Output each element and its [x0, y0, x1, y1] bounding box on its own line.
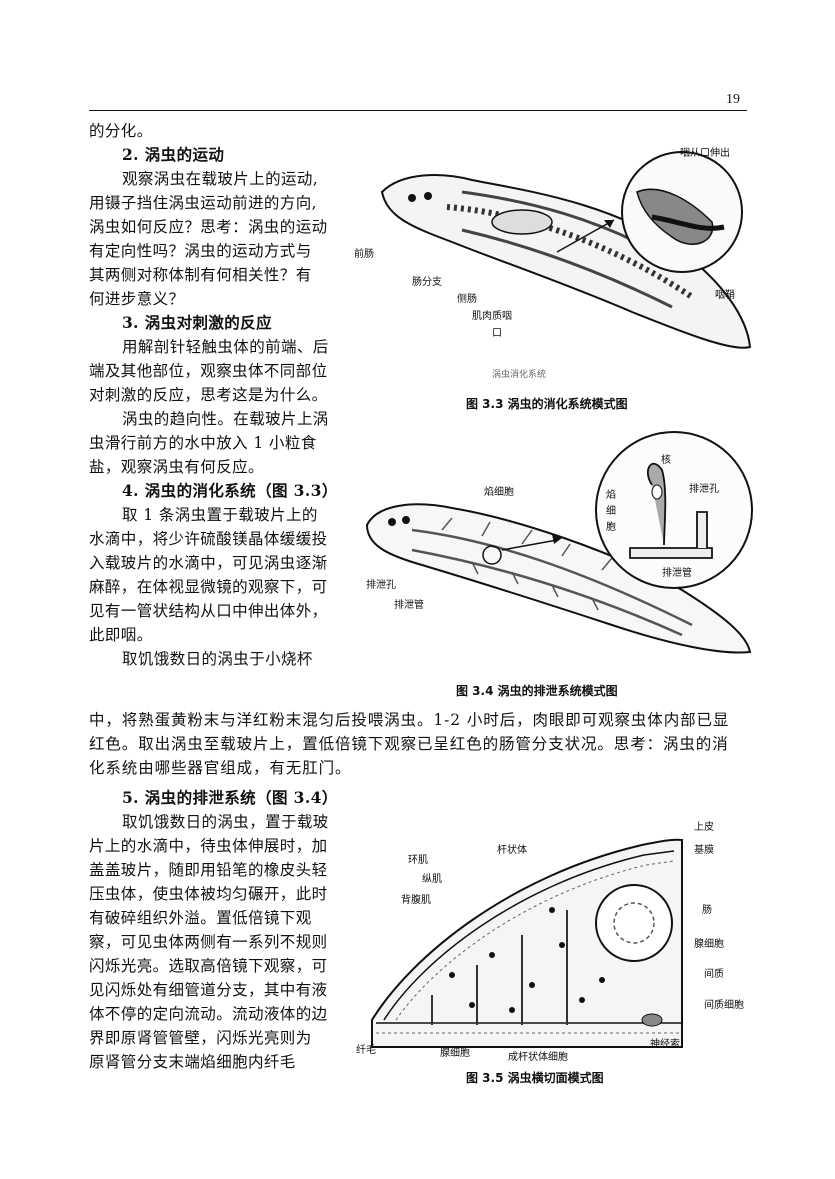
label-flame-cell-v3: 胞	[606, 521, 616, 533]
text-line: 涡虫的趋向性。在载玻片上涡	[122, 410, 329, 428]
text-line: 压虫体，使虫体被均匀碾开，此时	[89, 885, 328, 903]
label-muscular-pharynx: 肌肉质咽	[472, 309, 512, 322]
text-line: 有破碎组织外溢。置低倍镜下观	[89, 909, 312, 927]
label-flame-cell-v2: 细	[606, 504, 616, 517]
label-circular-muscle: 环肌	[408, 854, 428, 866]
label-dorsoventral-muscle: 背腹肌	[401, 893, 431, 906]
label-longitudinal-muscle: 纵肌	[422, 873, 442, 885]
text-line: 见有一管状结构从口中伸出体外，	[89, 602, 328, 620]
text-line: 取 1 条涡虫置于载玻片上的	[122, 506, 318, 524]
inner-caption: 涡虫消化系统	[492, 368, 546, 380]
text-line: 取饥饿数日的涡虫，置于载玻	[122, 813, 329, 831]
text-line: 入载玻片的水滴中，可见涡虫逐渐	[89, 554, 328, 572]
figure-3-5-cross-section: 上皮 基膜 杆状体 环肌 纵肌 背腹肌 肠 腺细胞 间质 间质细胞 纤毛 腺细胞…	[356, 820, 744, 1063]
zoom-circle	[595, 431, 753, 589]
label-mesenchyme: 间质	[704, 967, 724, 980]
label-duct-right: 排泄管	[662, 566, 692, 579]
label-duct-left: 排泄管	[394, 598, 424, 611]
label-lateral-gut: 侧肠	[457, 292, 477, 305]
text-line: 水滴中，将少许硫酸镁晶体缓缓投	[89, 530, 328, 548]
label-nucleus: 核	[661, 453, 671, 466]
text-line: 对刺激的反应，思考这是为什么。	[89, 386, 328, 404]
text-line: 何进步意义？	[89, 290, 185, 308]
text-line: 闪烁光亮。选取高倍镜下观察，可	[89, 957, 328, 975]
text-line: 片上的水滴中，待虫体伸展时，加	[89, 837, 328, 855]
text-line: 盐，观察涡虫有何反应。	[89, 458, 264, 476]
cross-section-body	[371, 838, 683, 1048]
label-rod-cell: 杆状体	[497, 843, 527, 856]
label-rhabdite-cell: 成杆状体细胞	[508, 1050, 568, 1063]
label-mesenchyme-cell: 间质细胞	[704, 998, 744, 1011]
section-heading: 5. 涡虫的排泄系统（图 3.4）	[122, 788, 338, 807]
label-epidermis: 上皮	[694, 820, 714, 833]
page-number: 19	[726, 92, 740, 107]
label-cilia: 纤毛	[356, 1043, 376, 1056]
header-rule	[89, 110, 747, 111]
section-heading: 3. 涡虫对刺激的反应	[122, 313, 272, 332]
text-line: 用解剖针轻触虫体的前端、后	[122, 338, 329, 356]
pointer-line	[556, 219, 615, 253]
text-line: 取饥饿数日的涡虫于小烧杯	[122, 650, 313, 668]
text-line: 此即咽。	[89, 626, 153, 644]
text-line: 用镊子挡住涡虫运动前进的方向,	[89, 194, 317, 212]
label-pharynx-sheath: 咽鞘	[715, 288, 735, 301]
text-line: 麻醉，在体视显微镜的观察下，可	[89, 578, 328, 596]
figure-3-3-caption: 图 3.3 涡虫的消化系统模式图	[466, 397, 628, 411]
label-flame-cell-v1: 焰	[606, 488, 616, 501]
text-line: 中，将熟蛋黄粉末与洋红粉末混匀后投喂涡虫。1-2 小时后，肉眼即可观察虫体内部已…	[89, 711, 730, 729]
text-line: 端及其他部位，观察虫体不同部位	[89, 362, 328, 380]
left-column-text: 的分化。 2. 涡虫的运动观察涡虫在载玻片上的运动, 用镊子挡住涡虫运动前进的方向,…	[89, 119, 338, 671]
text-line: 其两侧对称体制有何相关性？有	[89, 266, 312, 284]
text-line: 体不停的定向流动。流动液体的边	[89, 1005, 328, 1023]
label-gland-cell-right: 腺细胞	[694, 937, 724, 950]
full-width-text: 中，将熟蛋黄粉末与洋红粉末混匀后投喂涡虫。1-2 小时后，肉眼即可观察虫体内部已…	[89, 708, 729, 780]
label-gland-cell-bottom: 腺细胞	[440, 1046, 470, 1059]
label-pore-right: 排泄孔	[689, 482, 719, 495]
label-front-gut: 前肠	[354, 247, 374, 260]
label-nerve-cord: 神经索	[650, 1037, 680, 1050]
text-line: 化系统由哪些器官组成，有无肛门。	[89, 759, 352, 777]
label-flame-cell: 焰细胞	[484, 485, 514, 498]
label-gut-branch: 肠分支	[412, 276, 442, 288]
figure-3-3-digestive-system: 咽从口伸出 前肠 肠分支 侧肠 肌肉质咽 口 咽鞘 涡虫消化系统	[354, 146, 752, 380]
label-basement: 基膜	[694, 843, 714, 856]
figure-3-5-caption: 图 3.5 涡虫横切面模式图	[466, 1071, 604, 1085]
section-heading: 4. 涡虫的消化系统（图 3.3）	[122, 481, 338, 500]
figure-3-4-caption: 图 3.4 涡虫的排泄系统模式图	[456, 684, 618, 698]
text-line: 涡虫如何反应？思考：涡虫的运动	[89, 218, 328, 236]
text-line: 有定向性吗？涡虫的运动方式与	[89, 242, 312, 260]
text-line: 盖盖玻片，随即用铅笔的橡皮头轻	[89, 861, 328, 879]
figure-3-4-excretory-system: 焰细胞 核 焰 细 胞 排泄孔 排泄管 排泄孔 排泄管	[365, 431, 753, 654]
section-heading: 2. 涡虫的运动	[122, 145, 225, 164]
flatworm-body	[365, 503, 752, 654]
left-column-text-2: 5. 涡虫的排泄系统（图 3.4） 取饥饿数日的涡虫，置于载玻片上的水滴中，待虫体…	[89, 786, 338, 1074]
text-line: 界即原肾管管壁，闪烁光亮则为	[89, 1029, 312, 1047]
text-line: 的分化。	[89, 122, 153, 140]
text-line: 察，可见虫体两侧有一系列不规则	[89, 933, 328, 951]
text-line: 原肾管分支末端焰细胞内纤毛	[89, 1053, 296, 1071]
label-pore-left: 排泄孔	[366, 578, 396, 591]
text-line: 红色。取出涡虫至载玻片上，置低倍镜下观察已呈红色的肠管分支状况。思考：涡虫的消	[89, 735, 729, 753]
label-mouth: 口	[492, 328, 502, 339]
text-line: 见闪烁处有细管道分支，其中有液	[89, 981, 328, 999]
text-line: 虫滑行前方的水中放入 1 小粒食	[89, 434, 317, 452]
label-pharynx-out: 咽从口伸出	[680, 146, 730, 159]
text-line: 观察涡虫在载玻片上的运动,	[122, 170, 319, 188]
label-intestine: 肠	[702, 904, 712, 916]
